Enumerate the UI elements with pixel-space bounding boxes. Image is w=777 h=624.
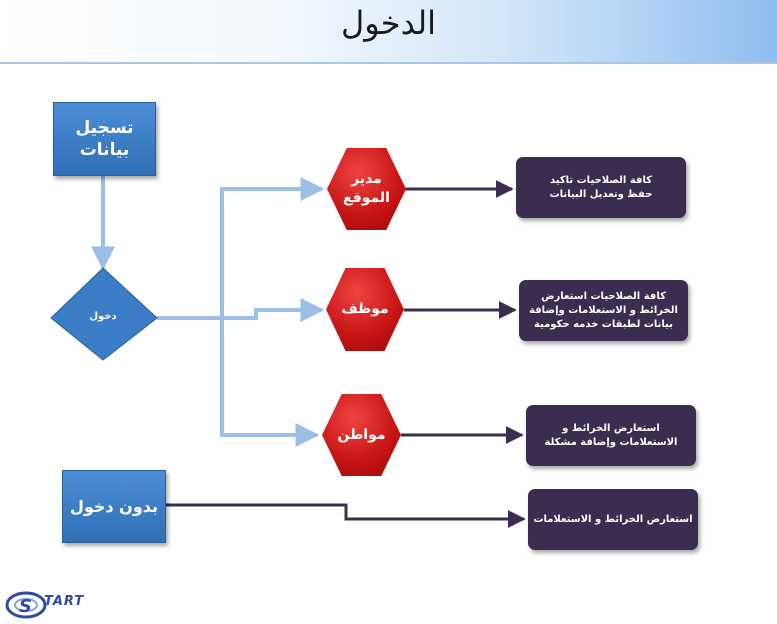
login-label: دخول: [89, 311, 117, 322]
logo-text: TART: [44, 594, 85, 609]
manager-permissions-box: كافة الصلاحيات تاكيد حفظ وتعديل البيانات: [516, 157, 686, 218]
login-diamond: [50, 267, 158, 361]
logo-mark-icon: S: [5, 591, 47, 619]
site-manager-label: مدير الموقع: [343, 171, 390, 206]
slide-header: الدخول: [0, 0, 777, 64]
employee-hex: موظف: [326, 268, 404, 351]
citizen-label: مواطن: [337, 426, 386, 443]
connector-login-citizen: [220, 318, 320, 447]
citizen-hex: مواطن: [322, 394, 401, 476]
start-logo: S: [4, 584, 104, 620]
register-box: تسجيل بيانات: [53, 102, 156, 176]
citizen-permissions-box: استعارض الخرائط و الاستعلامات وإضافة مشك…: [526, 405, 696, 466]
no-login-box: بدون دخول: [62, 470, 166, 543]
connector-login-manager: [157, 177, 325, 320]
manager-permissions-text: كافة الصلاحيات تاكيد حفظ وتعديل البيانات: [549, 174, 653, 200]
employee-permissions-box: كافة الصلاحيات استعارض الخرائط و الاستعل…: [519, 280, 688, 341]
employee-permissions-text: كافة الصلاحيات استعارض الخرائط و الاستعل…: [529, 290, 678, 330]
employee-label: موظف: [341, 301, 389, 317]
employee-shape: [326, 268, 404, 351]
register-label: تسجيل بيانات: [75, 118, 134, 160]
connector-login-employee: [157, 298, 325, 322]
guest-permissions-box: استعارض الخرائط و الاستعلامات: [528, 489, 698, 550]
no-login-label: بدون دخول: [69, 497, 159, 516]
slide-title: الدخول: [341, 4, 436, 42]
connector-guest-output: [165, 503, 526, 528]
guest-permissions-text: استعارض الخرائط و الاستعلامات: [533, 513, 693, 525]
logo-mark-letter: S: [19, 596, 32, 617]
citizen-permissions-text: استعارض الخرائط و الاستعلامات وإضافة مشك…: [544, 422, 678, 448]
site-manager-hex: مدير الموقع: [327, 148, 406, 230]
